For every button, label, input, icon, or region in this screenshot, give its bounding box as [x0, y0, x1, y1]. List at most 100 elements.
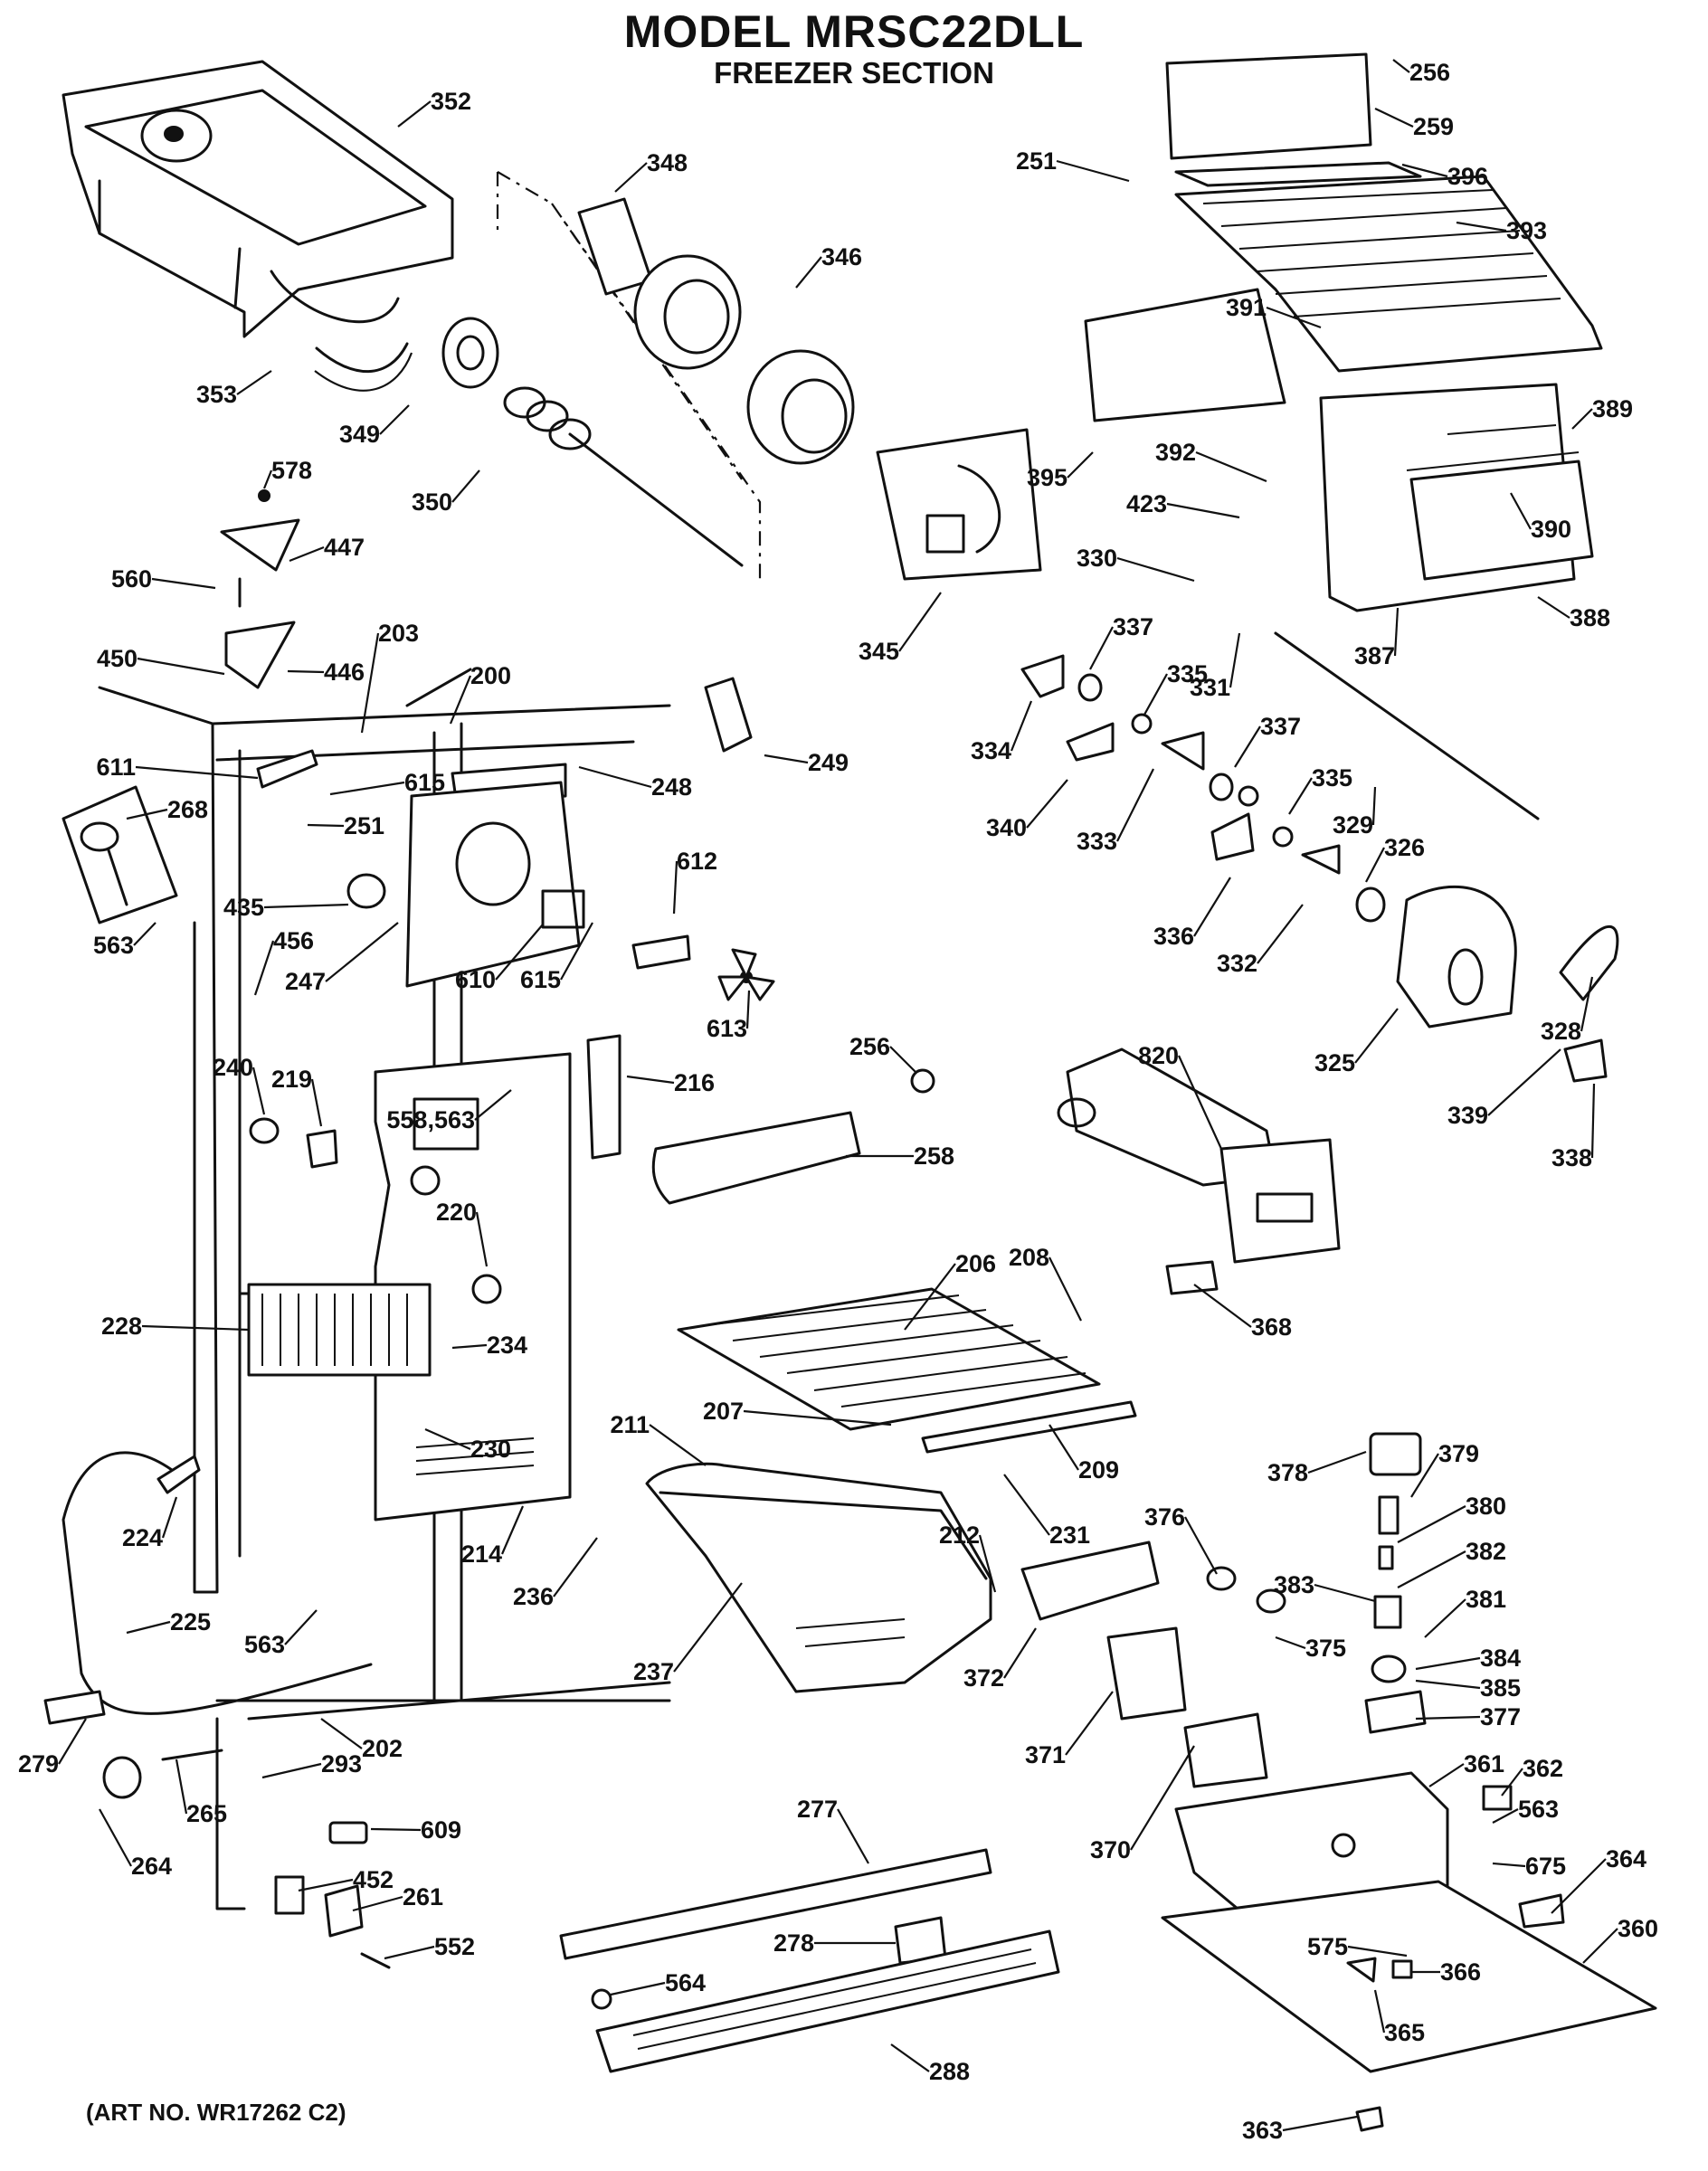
- part-label-p335a: 335: [1167, 660, 1208, 687]
- leader-line-p251b: [307, 823, 345, 828]
- leader-line-p361: [1428, 1763, 1465, 1787]
- leader-line-p211: [649, 1424, 707, 1466]
- part-label-p328: 328: [1541, 1018, 1581, 1045]
- leader-line-p333: [1116, 768, 1154, 842]
- part-label-p333: 333: [1077, 828, 1117, 855]
- part-label-p349: 349: [339, 421, 380, 448]
- leader-line-p675: [1492, 1862, 1526, 1868]
- part-label-p256a: 256: [1409, 59, 1450, 86]
- part-375: [1256, 1588, 1286, 1614]
- leader-line-p206: [904, 1263, 956, 1331]
- leader-line-p389: [1571, 408, 1593, 430]
- part-label-p456: 456: [273, 927, 314, 954]
- leader-line-p207: [743, 1409, 892, 1427]
- part-label-p384: 384: [1480, 1645, 1521, 1672]
- plate-345: [876, 428, 1042, 581]
- part-label-p379: 379: [1438, 1440, 1479, 1467]
- leader-line-p237: [673, 1582, 743, 1673]
- part-label-p611: 611: [96, 754, 136, 781]
- part-label-p361: 361: [1464, 1750, 1504, 1778]
- leader-line-p447: [289, 545, 325, 563]
- leader-line-p231: [1003, 1474, 1050, 1536]
- part-label-p278: 278: [773, 1929, 814, 1957]
- part-365: [1346, 1957, 1377, 1983]
- part-label-p366: 366: [1440, 1958, 1481, 1986]
- part-label-p251b: 251: [344, 812, 384, 839]
- part-label-p248: 248: [651, 773, 692, 801]
- tubing-225: [62, 1451, 373, 1715]
- part-label-p371: 371: [1025, 1741, 1066, 1768]
- section-subtitle: FREEZER SECTION: [714, 56, 994, 90]
- part-265: [161, 1749, 223, 1761]
- part-609: [328, 1821, 368, 1844]
- part-label-p560: 560: [111, 565, 152, 593]
- part-label-p261: 261: [403, 1883, 443, 1910]
- leader-line-p446: [287, 669, 325, 674]
- part-label-p563b: 563: [244, 1631, 285, 1658]
- leader-line-p200: [449, 675, 472, 725]
- part-376: [1206, 1566, 1237, 1591]
- part-label-p447: 447: [324, 534, 365, 561]
- part-label-p326: 326: [1384, 834, 1425, 861]
- leader-line-p610: [495, 924, 544, 981]
- part-label-p368: 368: [1251, 1313, 1292, 1341]
- leader-line-p330: [1116, 556, 1195, 583]
- leader-line-p350: [451, 469, 480, 503]
- part-label-p675: 675: [1525, 1853, 1566, 1880]
- leader-line-p249: [764, 754, 809, 764]
- part-label-p231: 231: [1049, 1522, 1090, 1549]
- part-label-p203: 203: [378, 620, 419, 647]
- crushers-346: [633, 254, 855, 465]
- part-label-p380: 380: [1466, 1493, 1506, 1520]
- part-label-p390: 390: [1531, 516, 1571, 543]
- part-label-p336: 336: [1153, 923, 1194, 950]
- part-label-p381: 381: [1466, 1586, 1506, 1613]
- leader-line-p376: [1184, 1516, 1218, 1575]
- leader-line-p326: [1365, 847, 1385, 883]
- leader-line-p558: [474, 1089, 512, 1121]
- leader-line-p381: [1424, 1598, 1466, 1638]
- part-label-p393: 393: [1506, 217, 1547, 244]
- part-label-p435: 435: [223, 894, 264, 921]
- part-212: [1020, 1541, 1160, 1621]
- part-363: [1355, 2106, 1384, 2132]
- part-label-p258: 258: [914, 1142, 954, 1170]
- leader-line-p353: [236, 370, 272, 395]
- part-label-p372: 372: [963, 1664, 1004, 1692]
- leader-line-p391: [1266, 306, 1322, 329]
- leader-line-p456: [253, 940, 275, 996]
- leader-line-p212: [978, 1534, 997, 1593]
- leader-line-p248: [578, 765, 652, 789]
- part-label-p209: 209: [1078, 1456, 1119, 1484]
- part-370: [1183, 1712, 1268, 1788]
- part-label-p234: 234: [487, 1332, 527, 1359]
- leader-line-p234: [451, 1343, 488, 1350]
- leader-line-p279: [58, 1718, 87, 1765]
- leader-line-p261: [352, 1895, 403, 1912]
- leader-line-p325: [1354, 1008, 1399, 1064]
- part-label-p293: 293: [321, 1750, 362, 1778]
- leader-line-p615b: [560, 922, 593, 981]
- leader-line-p611: [135, 765, 259, 780]
- leader-line-p435: [263, 903, 349, 909]
- leader-line-p337a: [1089, 626, 1114, 670]
- leader-line-p329: [1371, 786, 1377, 826]
- leader-line-p820: [1177, 1055, 1223, 1150]
- grille-288: [595, 1929, 1060, 2073]
- light-socket-268: [62, 785, 178, 924]
- part-label-p225: 225: [170, 1608, 211, 1635]
- part-label-p249: 249: [808, 749, 849, 776]
- part-label-p382: 382: [1466, 1538, 1506, 1565]
- part-label-p264: 264: [131, 1853, 172, 1880]
- art-number: (ART NO. WR17262 C2): [86, 2099, 346, 2126]
- leader-line-p379: [1410, 1453, 1439, 1498]
- part-label-p288: 288: [929, 2058, 970, 2085]
- part-label-p377: 377: [1480, 1703, 1521, 1730]
- part-label-p279: 279: [18, 1750, 59, 1778]
- leader-line-p385: [1415, 1679, 1481, 1690]
- leader-line-p230: [424, 1427, 471, 1451]
- part-label-p446: 446: [324, 659, 365, 686]
- leader-line-p396: [1401, 163, 1448, 178]
- part-label-p339: 339: [1447, 1102, 1488, 1129]
